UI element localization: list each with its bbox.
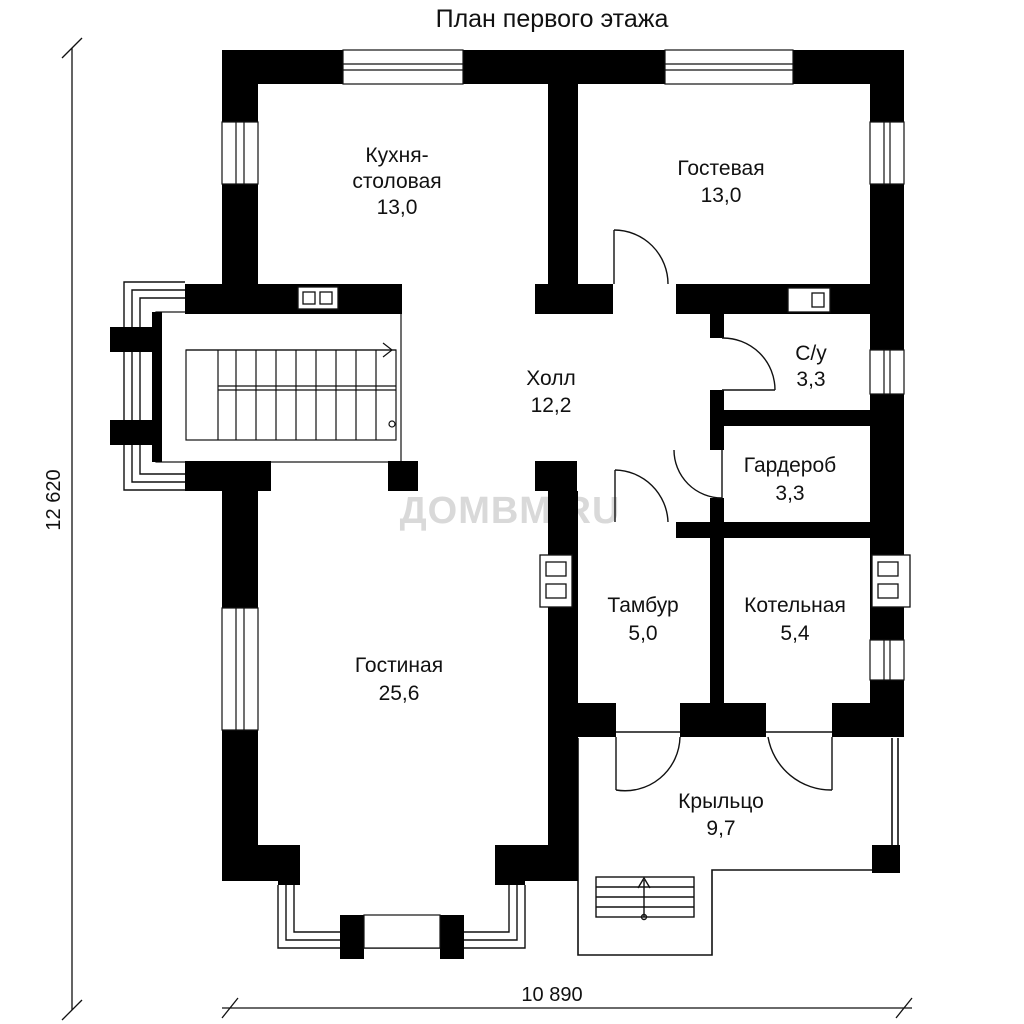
height-dimension-label: 12 620 — [43, 469, 65, 530]
room-area-kitchen: 13,0 — [377, 196, 418, 219]
room-area-wardrobe: 3,3 — [775, 482, 804, 505]
wc-sink — [787, 287, 831, 313]
room-area-porch: 9,7 — [706, 817, 735, 840]
room-area-vestibule: 5,0 — [628, 622, 657, 645]
room-labels: Кухня- столовая 13,0 Гостевая 13,0 Холл … — [352, 144, 845, 840]
height-dimension — [61, 37, 83, 1021]
staircase — [155, 311, 402, 463]
kitchen-stove — [297, 286, 339, 310]
room-name-porch: Крыльцо — [678, 790, 764, 813]
room-name-living: Гостиная — [355, 654, 443, 677]
doors — [613, 229, 833, 792]
width-dimension — [221, 997, 913, 1019]
room-name-kitchen-2: столовая — [352, 170, 441, 193]
room-name-boiler: Котельная — [744, 594, 846, 617]
radiator-left — [539, 554, 573, 608]
room-area-guest: 13,0 — [701, 184, 742, 207]
watermark: ДОМВМ.RU — [400, 490, 621, 532]
room-name-wardrobe: Гардероб — [744, 454, 836, 477]
porch-outline — [577, 731, 899, 956]
radiator-right — [871, 554, 911, 608]
room-area-wc: 3,3 — [796, 368, 825, 391]
width-dimension-label: 10 890 — [521, 984, 582, 1006]
room-name-kitchen-1: Кухня- — [365, 144, 428, 167]
stair-bay — [123, 281, 185, 491]
room-name-hall: Холл — [526, 367, 576, 390]
room-area-hall: 12,2 — [531, 394, 572, 417]
room-name-wc: С/у — [795, 342, 827, 365]
room-area-living: 25,6 — [379, 682, 420, 705]
plan-title: План первого этажа — [436, 5, 669, 33]
porch-steps — [595, 876, 695, 921]
windows — [221, 49, 905, 949]
room-name-vestibule: Тамбур — [607, 594, 678, 617]
room-area-boiler: 5,4 — [780, 622, 810, 645]
room-name-guest: Гостевая — [677, 157, 764, 180]
